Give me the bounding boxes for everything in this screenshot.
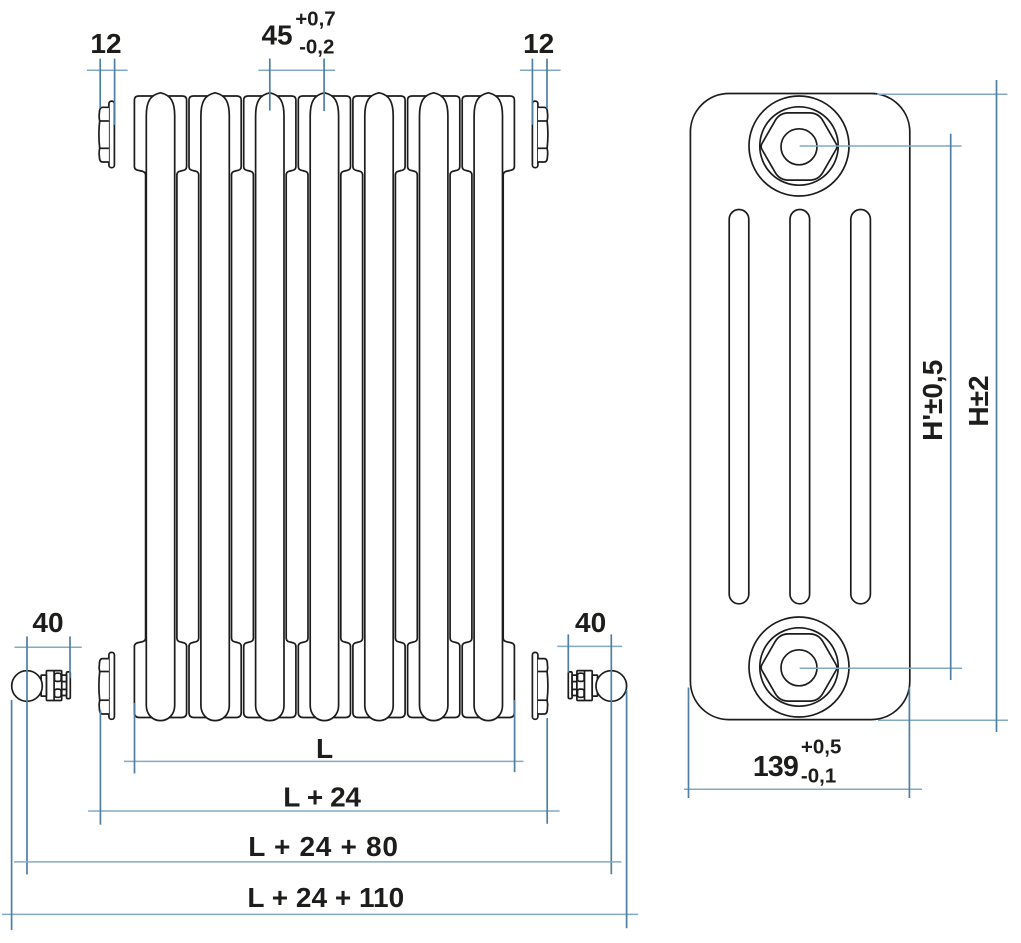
- svg-text:40: 40: [575, 607, 606, 638]
- svg-text:L + 24: L + 24: [283, 782, 361, 813]
- svg-text:40: 40: [32, 607, 63, 638]
- svg-text:+0,7: +0,7: [295, 8, 335, 31]
- svg-text:L: L: [316, 733, 333, 764]
- svg-text:139: 139: [753, 751, 798, 783]
- svg-text:-0,2: -0,2: [299, 36, 334, 59]
- svg-text:45: 45: [261, 20, 292, 51]
- svg-text:L + 24 + 110: L + 24 + 110: [247, 882, 404, 913]
- svg-text:12: 12: [90, 28, 121, 59]
- svg-text:+0,5: +0,5: [801, 735, 841, 758]
- svg-text:-0,1: -0,1: [801, 765, 836, 788]
- svg-text:L + 24 + 80: L + 24 + 80: [248, 831, 398, 862]
- svg-text:H'±0,5: H'±0,5: [917, 360, 948, 441]
- svg-text:H±2: H±2: [963, 375, 994, 426]
- svg-text:12: 12: [523, 28, 554, 59]
